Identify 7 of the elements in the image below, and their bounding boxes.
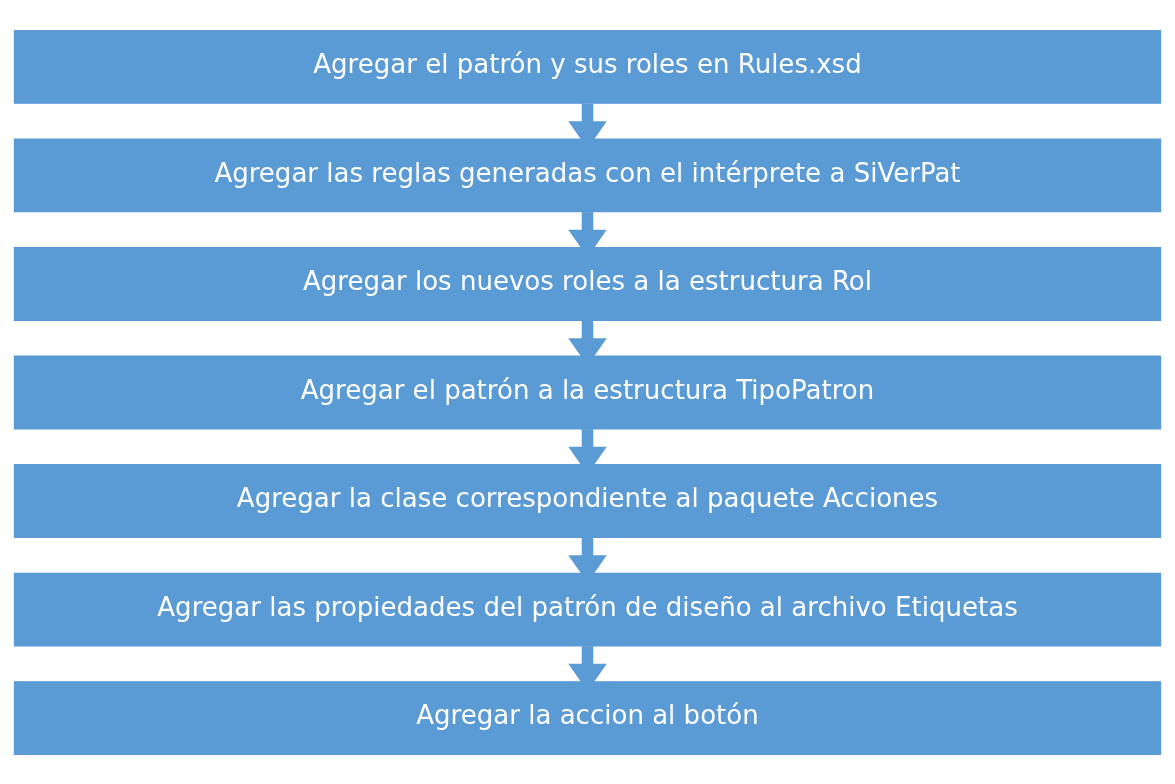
node-box: Agregar las propiedades del patrón de diseño al archivo Etiquetas — [13, 572, 1162, 646]
node-box: Agregar el patrón a la estructura TipoPatron — [13, 355, 1162, 429]
node-box: Agregar los nuevos roles a la estructura Rol — [13, 246, 1162, 321]
node-box: Agregar la accion al botón — [13, 680, 1162, 755]
node-box: Agregar la clase correspondiente al paquete Acciones — [13, 463, 1162, 538]
node-box: Agregar las reglas generadas con el intérprete a SiVerPat — [13, 138, 1162, 212]
node-box: Agregar el patrón y sus roles en Rules.xsd — [13, 29, 1162, 104]
